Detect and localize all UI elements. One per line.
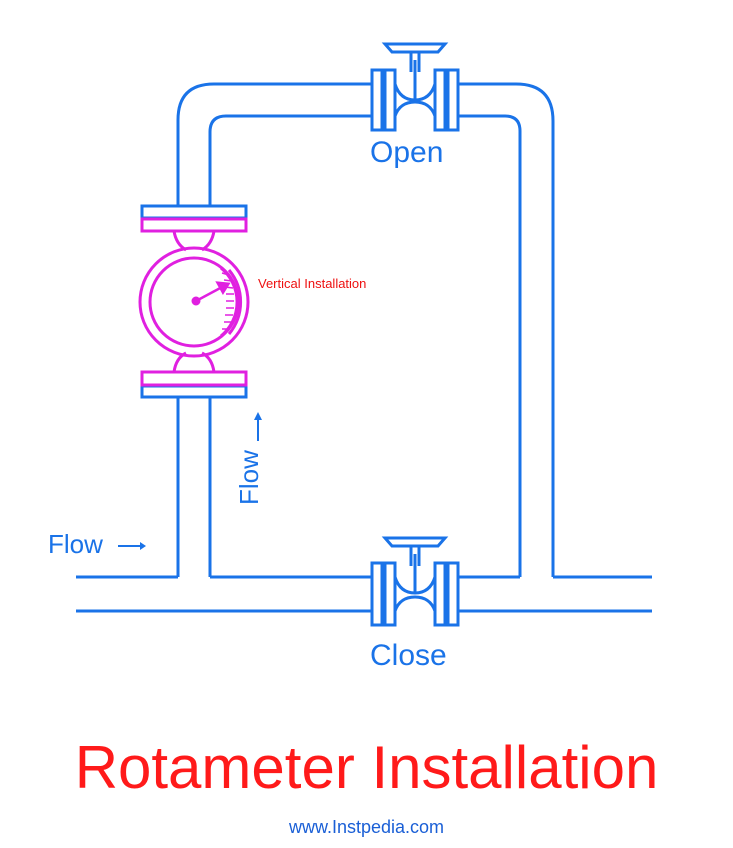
diagram-title: Rotameter Installation	[74, 734, 659, 801]
close-valve-symbol	[370, 536, 460, 627]
open-valve-symbol	[370, 42, 460, 132]
rotameter-body	[138, 217, 250, 387]
riser-upper-outer	[176, 82, 372, 206]
riser-upper-inner	[208, 114, 372, 206]
close-valve-label: Close	[370, 639, 447, 672]
website-credit: www.Instpedia.com	[288, 817, 445, 837]
flow-arrows	[118, 412, 262, 550]
pipe-network	[76, 82, 652, 613]
open-valve-label: Open	[370, 136, 444, 169]
installation-annotation: Vertical Installation	[258, 276, 367, 291]
return-pipe-inner	[458, 114, 522, 577]
riser-lower	[176, 397, 212, 577]
horizontal-flow-label: Flow	[48, 529, 103, 559]
return-pipe-outer	[458, 82, 555, 577]
vertical-flow-label: Flow	[234, 450, 264, 505]
